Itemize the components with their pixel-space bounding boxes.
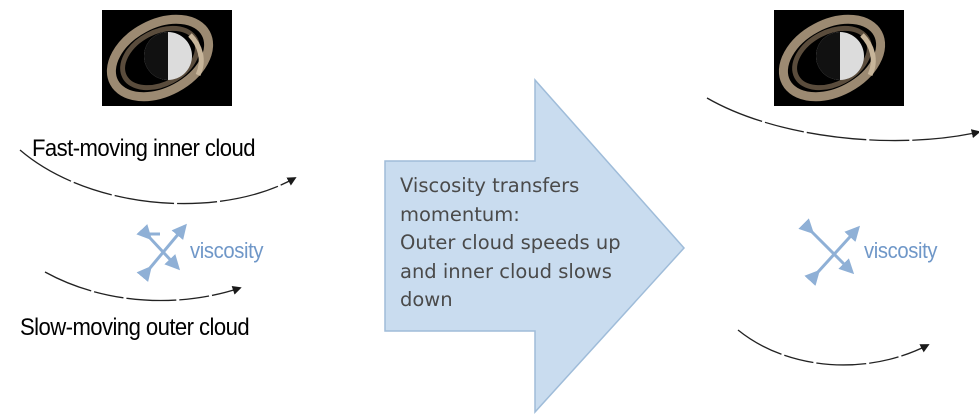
arrow-caption: Viscosity transfers momentum: Outer clou… xyxy=(400,172,650,315)
outer-cloud-curve-right xyxy=(737,329,930,366)
arrow-caption-line-4: and inner cloud slows xyxy=(400,259,612,283)
viscosity-cross-left xyxy=(136,223,187,283)
arrow-caption-line-1: Viscosity transfers xyxy=(400,174,580,197)
inner-cloud-curve-left xyxy=(19,149,297,205)
saturn-image-right xyxy=(774,10,904,106)
big-arrow-shape xyxy=(384,78,686,414)
viscosity-label-right: viscosity xyxy=(864,238,938,263)
saturn-image-left xyxy=(102,10,232,106)
arrow-caption-line-2: momentum: xyxy=(400,202,520,226)
inner-cloud-curve-right xyxy=(706,97,979,142)
arrow-caption-line-5: down xyxy=(400,288,453,311)
inner-cloud-label: Fast-moving inner cloud xyxy=(32,135,255,162)
viscosity-cross-right xyxy=(798,218,861,286)
outer-cloud-curve-left xyxy=(44,271,242,302)
outer-cloud-label: Slow-moving outer cloud xyxy=(20,314,250,341)
arrow-caption-line-3: Outer cloud speeds up xyxy=(400,231,621,254)
viscosity-label-left: viscosity xyxy=(190,238,264,263)
